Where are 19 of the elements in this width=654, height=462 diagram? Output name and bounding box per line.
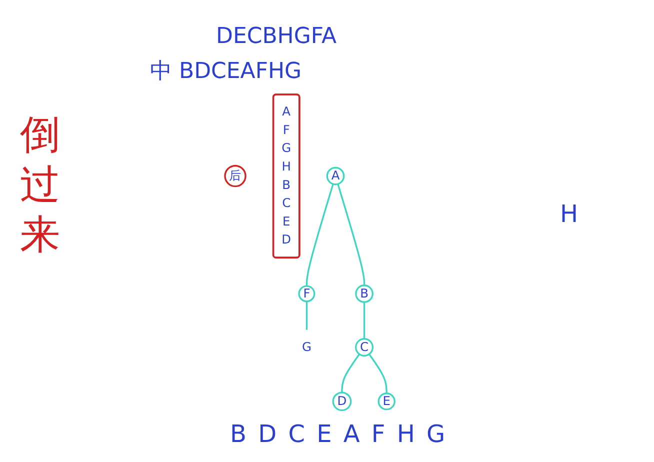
postorder-sequence: DECBHGFA: [216, 24, 337, 48]
node-circle: F: [298, 285, 316, 302]
connector: [306, 184, 334, 286]
node-text: G: [302, 340, 312, 354]
connector: [368, 354, 388, 394]
connector: [364, 302, 366, 339]
node-circle: A: [326, 166, 345, 186]
connector: [341, 354, 360, 393]
connector: [306, 301, 308, 330]
tree-node-letter: H: [560, 200, 578, 228]
node-circle: B: [355, 284, 374, 303]
node-circle: 后: [224, 164, 247, 188]
node-circle: D: [332, 392, 352, 412]
node-circle: E: [378, 392, 396, 410]
connector: [337, 184, 366, 286]
projected-sequence: B D C E A F H G: [230, 420, 448, 448]
node-circle: C: [355, 338, 374, 357]
inorder-sequence: 中 BDCEAFHG: [150, 58, 302, 86]
handwritten-note: 倒过来: [20, 111, 60, 260]
